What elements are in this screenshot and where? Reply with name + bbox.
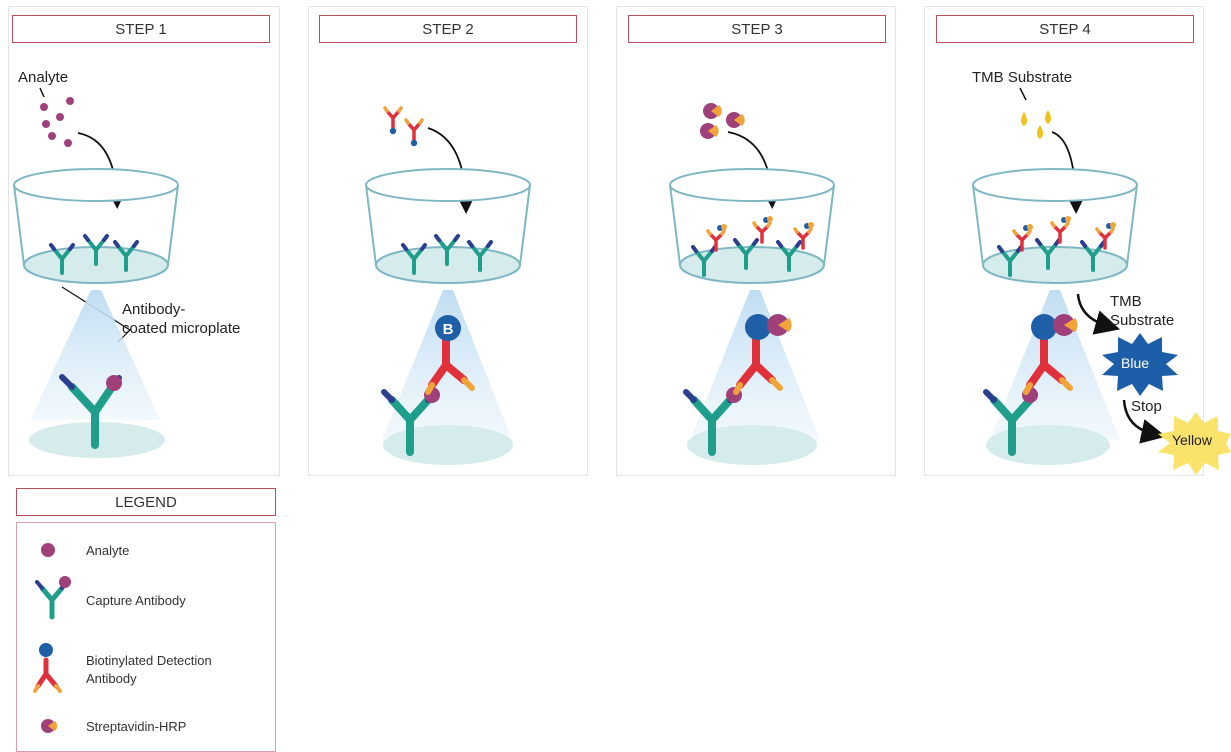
capture-antibody-large [983,387,1038,456]
legend-label-capture-antibody: Capture Antibody [86,593,186,608]
step-3-scene [669,103,835,465]
blue-label: Blue [1121,355,1150,371]
stop-arrow [1122,399,1167,444]
step-4-label: STEP 4 [936,15,1194,43]
capture-antibody-large [59,374,122,449]
step-4-scene [972,87,1231,475]
tmb-arrow [1076,293,1121,335]
stop-label: Stop [1131,398,1162,415]
detection-antibody-large [425,315,475,395]
analyte-annotation: Analyte [18,69,69,86]
legend-title: LEGEND [16,488,276,516]
step-1-scene [13,87,179,458]
tmb-drops [1021,110,1051,139]
step-2-scene: B [365,106,531,465]
detection-antibody-large [733,314,792,395]
step-1-label: STEP 1 [12,15,270,43]
tmb-substrate-side-label-line1: TMB [1110,293,1142,310]
antibody-coated-label-line2: coated microplate [122,320,241,337]
legend-label-detection-antibody-line2: Antibody [86,671,137,686]
detection-antibodies-top [383,106,424,148]
step-2-label: STEP 2 [319,15,577,43]
legend-capture-antibody-icon [35,576,71,620]
legend-streptavidin-hrp-icon [41,719,58,733]
yellow-burst [1158,412,1231,475]
legend-label-detection-antibody-line1: Biotinylated Detection [86,653,212,668]
analyte-dots [40,97,74,147]
detection-antibody-large [1023,314,1078,395]
blue-burst [1102,333,1178,396]
biotin-mark: B [443,321,454,338]
legend-label-streptavidin-hrp: Streptavidin-HRP [86,719,187,734]
antibody-coated-label-line1: Antibody- [122,301,186,318]
legend-analyte-icon [41,543,55,557]
legend-detection-antibody-icon [33,643,62,693]
tmb-substrate-side-label-line2: Substrate [1110,312,1175,329]
yellow-label: Yellow [1172,432,1212,448]
tmb-substrate-top-label: TMB Substrate [972,69,1073,86]
step-3-label: STEP 3 [628,15,886,43]
capture-antibody-large [683,387,742,456]
legend-icons [33,543,71,733]
legend-label-analyte: Analyte [86,543,130,558]
capture-antibody-large [381,387,440,456]
streptavidin-hrp-top [700,103,745,139]
